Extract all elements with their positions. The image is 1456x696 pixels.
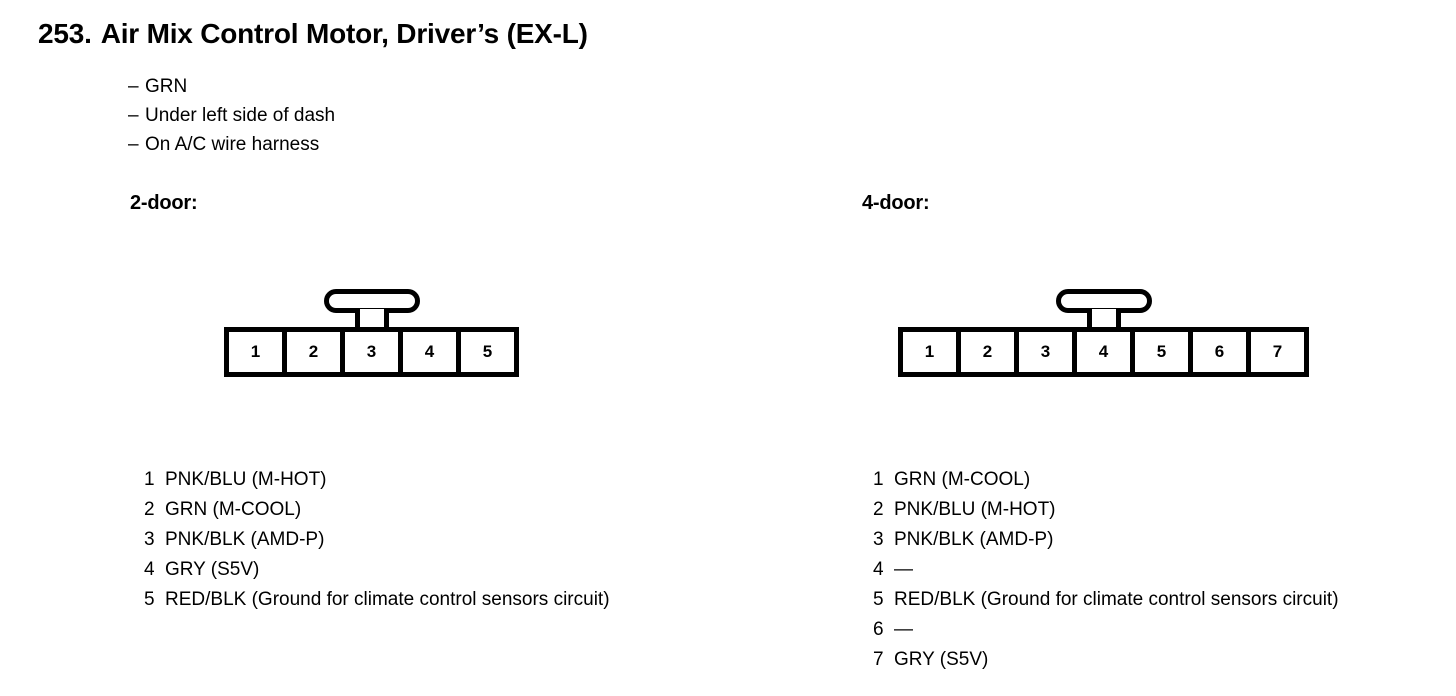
pin-number: 4 [873,559,884,580]
pin-number: 3 [873,529,884,550]
pin-number: 5 [873,589,884,610]
connector-pin-4: 4 [1077,332,1130,372]
pin-description: — [894,619,913,640]
page-title: 253. Air Mix Control Motor, Driver’s (EX-… [38,18,588,50]
connector-pin-4: 4 [403,332,456,372]
connector-pin-3: 3 [345,332,398,372]
pin-description: PNK/BLK (AMD-P) [894,529,1054,550]
pin-number: 1 [144,469,155,490]
bullet-dash-icon: – [128,105,139,126]
pin-description: GRN (M-COOL) [894,469,1031,490]
pin-number: 1 [873,469,884,490]
latch-neck [354,309,389,331]
connector-pin-7: 7 [1251,332,1304,372]
note-text: On A/C wire harness [145,134,320,155]
page-title-number: 253. [38,18,92,49]
pin-description: PNK/BLU (M-HOT) [165,469,327,490]
pin-description: RED/BLK (Ground for climate control sens… [165,589,610,610]
connector-pin-2: 2 [961,332,1014,372]
latch-neck [1086,309,1121,331]
pin-list-row: 3 PNK/BLK (AMD-P) [873,525,1339,555]
pin-number: 7 [873,649,884,670]
note-text: Under left side of dash [145,105,336,126]
connector-pin-5: 5 [1135,332,1188,372]
connector-pin-1: 1 [903,332,956,372]
list-item: –GRN [128,72,335,101]
pin-description: PNK/BLK (AMD-P) [165,529,325,550]
pin-list-row: 6— [873,615,1339,645]
pin-list-row: 4 GRY (S5V) [144,555,610,585]
pin-description: RED/BLK (Ground for climate control sens… [894,589,1339,610]
pin-list-row: 5 RED/BLK (Ground for climate control sen… [144,585,610,615]
note-text: GRN [145,76,188,97]
list-item: –Under left side of dash [128,101,335,130]
pin-number: 2 [144,499,155,520]
pin-list-row: 4— [873,555,1339,585]
component-notes-list: –GRN –Under left side of dash –On A/C wi… [128,72,335,159]
pin-number: 2 [873,499,884,520]
connector-latch-tab-icon [1055,285,1152,331]
connector-pin-3: 3 [1019,332,1072,372]
list-item: –On A/C wire harness [128,130,335,159]
bullet-dash-icon: – [128,134,139,155]
pin-list-row: 2 GRN (M-COOL) [144,495,610,525]
pin-number: 4 [144,559,155,580]
connector-pin-2: 2 [287,332,340,372]
connector-latch-tab-icon [323,285,420,331]
pin-list-row: 7 GRY (S5V) [873,645,1339,675]
pin-list-4door: 1 GRN (M-COOL) 2 PNK/BLU (M-HOT) 3 PNK/BLK (A… [873,465,1339,675]
connector-pin-5: 5 [461,332,514,372]
pin-list-row: 3 PNK/BLK (AMD-P) [144,525,610,555]
variant-heading-2door: 2-door: [130,192,198,214]
pin-description: PNK/BLU (M-HOT) [894,499,1056,520]
pin-list-row: 1 GRN (M-COOL) [873,465,1339,495]
bullet-dash-icon: – [128,76,139,97]
pin-number: 5 [144,589,155,610]
pin-list-row: 5 RED/BLK (Ground for climate control sen… [873,585,1339,615]
pin-description: GRN (M-COOL) [165,499,302,520]
connector-pin-1: 1 [229,332,282,372]
pin-number: 3 [144,529,155,550]
pin-description: GRY (S5V) [894,649,989,670]
pin-list-row: 1 PNK/BLU (M-HOT) [144,465,610,495]
pin-description: GRY (S5V) [165,559,260,580]
page-title-label: Air Mix Control Motor, Driver’s (EX-L) [100,18,588,49]
pin-list-row: 2 PNK/BLU (M-HOT) [873,495,1339,525]
pin-number: 6 [873,619,884,640]
connector-pin-6: 6 [1193,332,1246,372]
pin-list-2door: 1 PNK/BLU (M-HOT) 2 GRN (M-COOL) 3 PNK/BLK (A… [144,465,610,615]
pin-description: — [894,559,913,580]
variant-heading-4door: 4-door: [862,192,930,214]
